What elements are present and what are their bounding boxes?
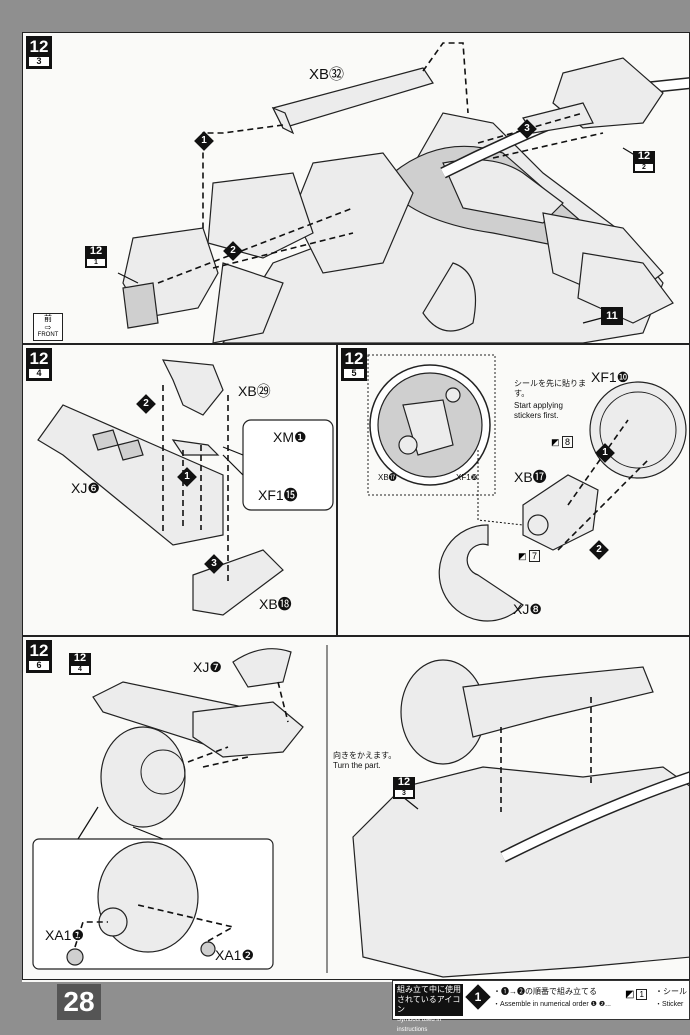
inset-label-xf10: XF1❿ <box>456 473 478 482</box>
sequence-marker-2: 2 <box>136 394 156 414</box>
sequence-marker-3: 3 <box>517 119 537 139</box>
legend-sequence-jp: ・❶→❷の順番で組み立てる <box>493 987 597 996</box>
legend-title: 組み立て中に使用されているアイコン Symbols used in instru… <box>395 984 463 1033</box>
assembly-illustration <box>367 354 687 622</box>
legend-sticker-jp: ・シール <box>655 987 687 996</box>
part-label-xb17: XB⓱ <box>514 469 547 485</box>
turn-note-en: Turn the part. <box>333 761 381 770</box>
part-label-xb32: XB㉜ <box>309 66 345 83</box>
part-label-xa12: XA1❷ <box>215 947 255 963</box>
sequence-marker-2: 2 <box>589 540 609 560</box>
part-label-xj8: XJ❽ <box>513 601 542 617</box>
part-label-xb18: XB⓲ <box>259 596 292 612</box>
sticker-glyph-icon: ◩ <box>518 551 527 561</box>
part-label-xj7: XJ❼ <box>193 659 222 675</box>
sequence-marker-1: 1 <box>177 467 197 487</box>
front-indicator: 前 ⇨ FRONT <box>33 313 63 341</box>
sticker-note-jp: シールを先に貼ります。 <box>514 379 586 398</box>
sequence-marker-2: 2 <box>223 241 243 261</box>
part-label-xf15: XF1⓯ <box>258 487 298 503</box>
front-label: FRONT <box>37 332 59 338</box>
sequence-icon: 1 <box>465 984 491 1010</box>
sticker-glyph-icon: ◩ <box>551 437 560 447</box>
turn-note-jp: 向きをかえます。 <box>333 751 397 760</box>
front-arrow-icon: ⇨ <box>44 323 52 332</box>
assembly-illustration <box>32 645 689 978</box>
sticker-icon-7: ◩ 7 <box>518 550 541 562</box>
sticker-legend-icon: ◩1 <box>625 989 647 1000</box>
sequence-marker-1: 1 <box>595 443 615 463</box>
sequence-marker-3: 3 <box>204 554 224 574</box>
sticker-note-en: Start applying stickers first. <box>514 401 563 420</box>
symbols-legend: 組み立て中に使用されているアイコン Symbols used in instru… <box>392 980 690 1033</box>
part-label-xf10: XF1❿ <box>591 369 630 385</box>
part-id-badge: 11 <box>601 307 623 325</box>
part-label-xb29: XB㉙ <box>238 383 271 399</box>
inset-label-xb17: XB⓱ <box>378 473 397 482</box>
assembly-illustration <box>37 359 334 616</box>
sticker-icon-8: ◩ 8 <box>551 436 574 448</box>
page-number: 28 <box>57 984 101 1020</box>
legend-sequence-en: ・Assemble in numerical order ❶ ❷... <box>493 1001 611 1008</box>
part-label-xj6: XJ❻ <box>71 480 100 496</box>
front-kanji: 前 <box>44 314 52 323</box>
part-label-xm1: XM❶ <box>273 429 307 445</box>
sequence-marker-1: 1 <box>194 131 214 151</box>
legend-sticker-en: ・Sticker <box>655 1001 684 1008</box>
part-label-xa11: XA1❶ <box>45 927 85 943</box>
assembly-illustration <box>117 42 689 343</box>
